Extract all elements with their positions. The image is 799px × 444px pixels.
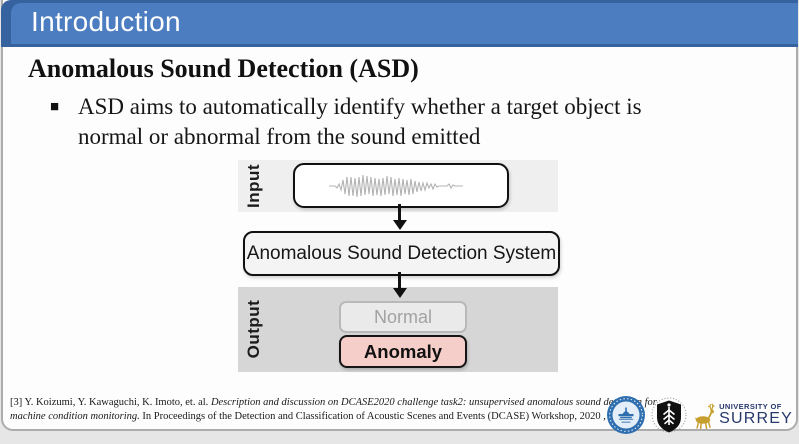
bullet-square-icon: ■ <box>50 98 60 115</box>
citation-venue: In Proceedings of the Detection and Clas… <box>139 410 638 422</box>
logo-row: UNIVERSITY OF SURREY <box>606 395 793 435</box>
anomaly-output-box: Anomaly <box>339 335 467 368</box>
bullet-text-line: normal or abnormal from the sound emitte… <box>78 124 481 149</box>
stag-icon <box>694 403 715 430</box>
slide: Introduction Anomalous Sound Detection (… <box>1 0 798 434</box>
asd-flow-diagram: Input Output Anomalous Sound Detection S… <box>238 160 560 372</box>
asd-system-box: Anomalous Sound Detection System <box>243 231 560 276</box>
input-waveform-box <box>293 163 509 208</box>
surrey-name: SURREY <box>719 409 793 427</box>
normal-output-box: Normal <box>339 301 467 333</box>
university-seal-logo <box>607 396 646 434</box>
slide-title: Introduction <box>31 6 181 37</box>
title-bar: Introduction <box>11 3 798 44</box>
surrey-logo: UNIVERSITY OF SURREY <box>692 400 793 430</box>
bullet-text: ASD aims to automatically identify wheth… <box>78 92 642 152</box>
citation-authors: [3] Y. Koizumi, Y. Kawaguchi, K. Imoto, … <box>10 397 211 408</box>
waveform-icon <box>329 174 463 197</box>
surrey-wordmark: UNIVERSITY OF SURREY <box>719 403 793 427</box>
output-label: Output <box>244 299 263 359</box>
section-heading: Anomalous Sound Detection (ASD) <box>28 54 419 83</box>
citation: [3] Y. Koizumi, Y. Kawaguchi, K. Imoto, … <box>10 396 660 423</box>
surrey-university-of: UNIVERSITY OF <box>719 402 782 412</box>
bullet-text-line: ASD aims to automatically identify wheth… <box>78 94 642 119</box>
input-label: Input <box>244 163 263 209</box>
university-crest-logo <box>651 397 687 433</box>
slide-header: Introduction <box>1 0 798 47</box>
citation-title: Description and discussion on DCASE2020 … <box>10 397 657 422</box>
